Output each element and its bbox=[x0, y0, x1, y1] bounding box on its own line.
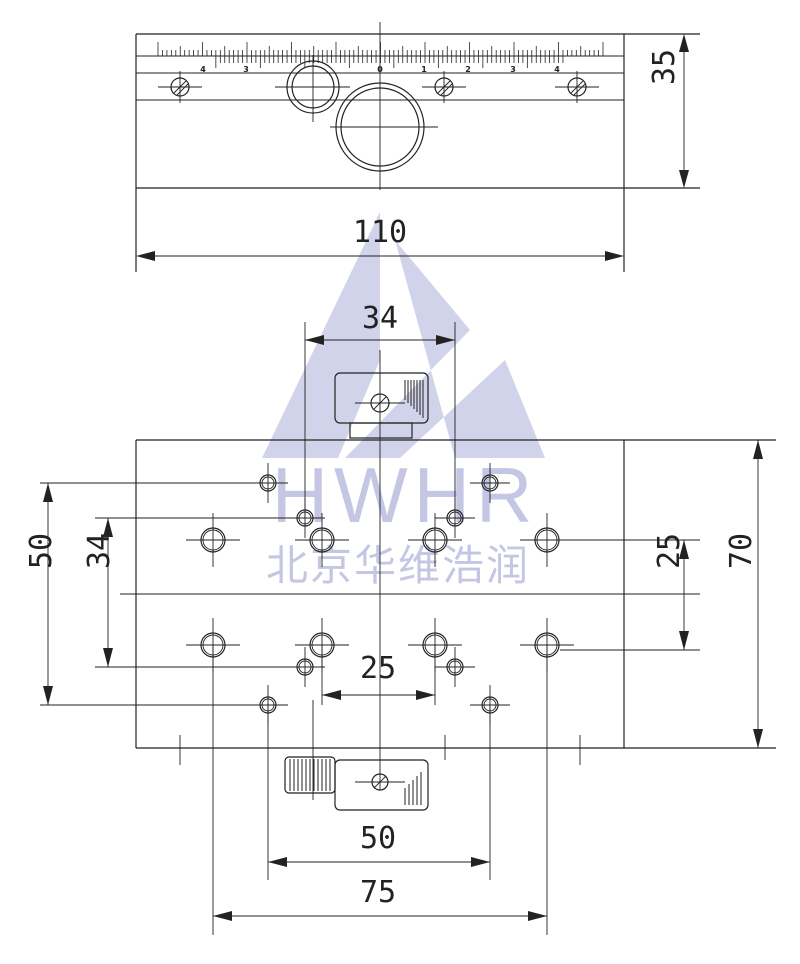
dim-outer-hole-span: 50 bbox=[24, 533, 59, 569]
ruler-label: 0 bbox=[377, 65, 383, 74]
dim-bottom-span-75: 75 bbox=[360, 875, 396, 910]
ruler-labels: 4 3 0 1 2 3 4 bbox=[200, 65, 560, 74]
ruler-label: 3 bbox=[243, 65, 249, 74]
dim-bottom-height: 70 bbox=[724, 533, 759, 569]
dim-center-hole-spacing: 25 bbox=[360, 651, 396, 686]
dim-hole-row-spacing: 25 bbox=[652, 533, 687, 569]
adjustment-knob-bottom bbox=[284, 700, 429, 811]
watermark-brand: HWHR bbox=[272, 451, 539, 539]
dim-top-height: 35 bbox=[647, 49, 682, 85]
ruler-label: 4 bbox=[554, 65, 560, 74]
dim-bottom-span-50: 50 bbox=[360, 821, 396, 856]
bottom-view: 34 70 25 50 34 25 50 75 bbox=[24, 301, 776, 935]
scale-ruler bbox=[157, 42, 604, 68]
ruler-label: 4 bbox=[200, 65, 206, 74]
dim-knob-spacing: 34 bbox=[362, 301, 398, 336]
ruler-label: 2 bbox=[465, 65, 471, 74]
watermark-logo: HWHR 北京华维浩润 bbox=[262, 212, 545, 589]
dim-top-width: 110 bbox=[353, 215, 407, 250]
top-view: 4 3 0 1 2 3 4 35 110 bbox=[135, 22, 700, 272]
adjustment-knob-top bbox=[334, 372, 429, 439]
ruler-label: 3 bbox=[510, 65, 516, 74]
ruler-label: 1 bbox=[421, 65, 427, 74]
dim-inner-hole-span: 34 bbox=[82, 533, 117, 569]
watermark-company: 北京华维浩润 bbox=[266, 542, 530, 589]
